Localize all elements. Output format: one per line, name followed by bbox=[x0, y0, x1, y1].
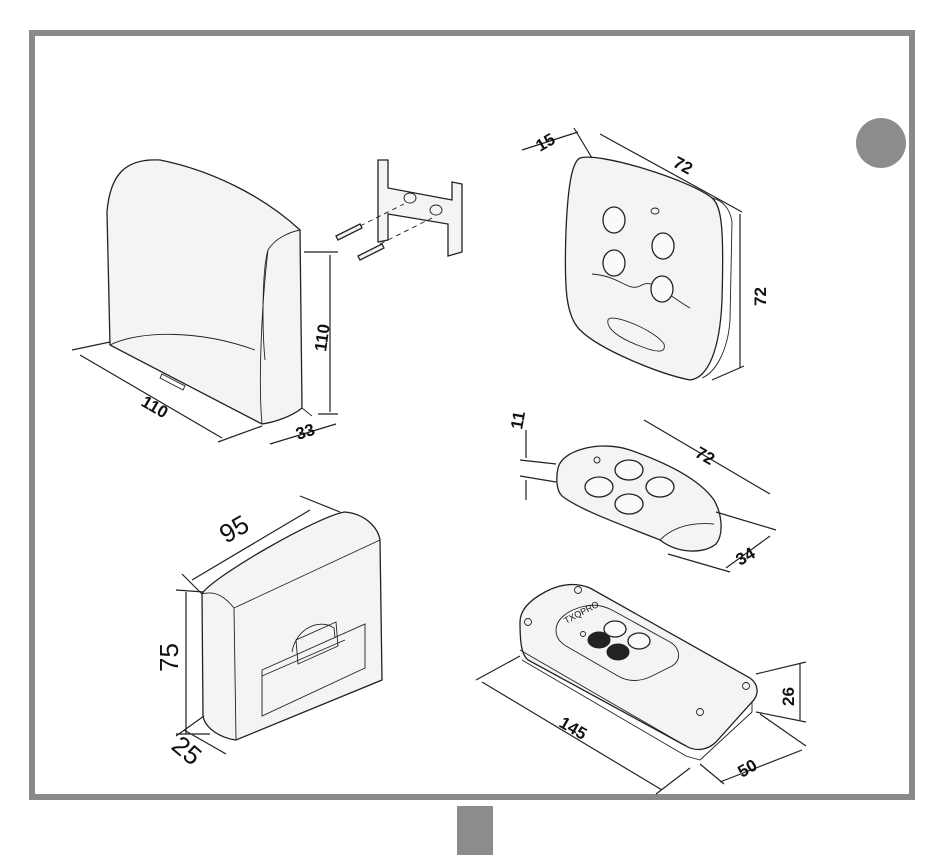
desk-tx-height-dimension: 26 bbox=[756, 662, 806, 722]
small-box-width-label: 95 bbox=[214, 509, 254, 549]
wall-bracket bbox=[336, 160, 462, 260]
wall-tx-depth-label: 15 bbox=[533, 130, 559, 156]
keyfob-length-label: 72 bbox=[692, 443, 718, 469]
receiver-unit bbox=[107, 160, 312, 424]
keyfob-thickness-label: 11 bbox=[507, 410, 529, 431]
small-box-height-label: 75 bbox=[154, 643, 184, 672]
receiver-depth-label: 33 bbox=[293, 420, 317, 444]
wall-transmitter bbox=[565, 157, 732, 380]
small-box-depth-label: 25 bbox=[166, 730, 207, 772]
receiver-height-label: 110 bbox=[311, 323, 334, 353]
receiver-depth-dimension: 33 bbox=[270, 420, 336, 444]
keyfob-thickness-dimension: 11 bbox=[507, 410, 556, 500]
desk-tx-height-label: 26 bbox=[779, 687, 798, 706]
desk-tx-width-label: 50 bbox=[735, 756, 761, 782]
desk-tx-length-label: 145 bbox=[556, 713, 590, 744]
receiver-width-label: 110 bbox=[138, 392, 171, 422]
wall-tx-height-label: 72 bbox=[751, 287, 770, 306]
desk-transmitter: TXQPRO bbox=[520, 585, 757, 760]
wall-tx-depth-dimension: 15 bbox=[522, 128, 592, 158]
receiver-height-dimension: 110 bbox=[304, 252, 338, 414]
